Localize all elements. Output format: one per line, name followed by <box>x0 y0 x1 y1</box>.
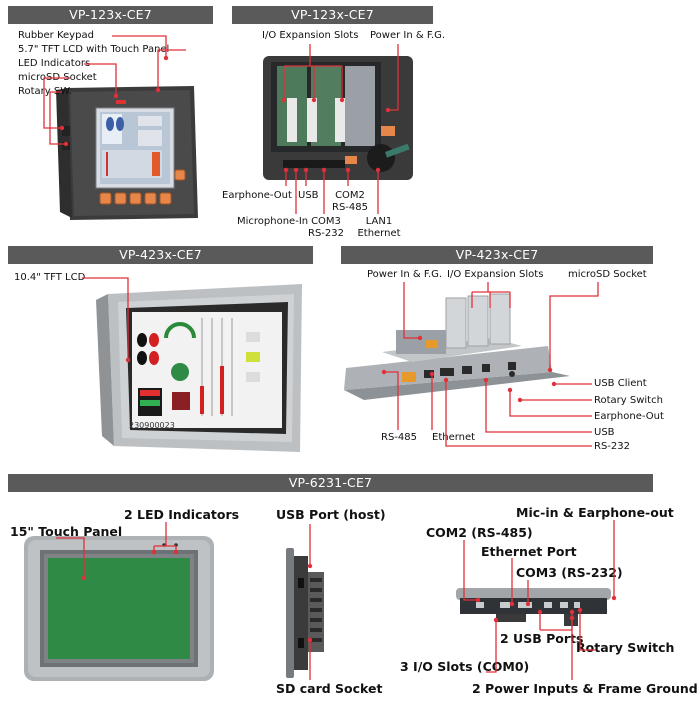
vp6231-front-device-image <box>24 536 214 681</box>
label-3-io-slots: 3 I/O Slots (COM0) <box>400 659 530 674</box>
label-io-expansion-slots: I/O Expansion Slots <box>262 30 359 41</box>
label-com2-line1: COM2 <box>335 190 365 201</box>
label-lan1-line1: LAN1 <box>365 216 393 227</box>
label-usb-423: USB <box>594 427 615 438</box>
label-usb-port-host: USB Port (host) <box>276 507 386 522</box>
label-usb: USB <box>298 190 319 201</box>
label-com2-rs485: COM2 (RS-485) <box>426 525 533 540</box>
label-com2: COM2 RS-485 <box>330 190 370 214</box>
vp6231-bottom-device-image <box>456 588 611 626</box>
label-com3: COM3 RS-232 <box>306 216 346 240</box>
label-ethernet-port: Ethernet Port <box>481 544 577 559</box>
label-com3-line1: COM3 <box>311 216 341 227</box>
label-rubber-keypad: Rubber Keypad <box>18 30 94 41</box>
label-power-in-fg: Power In & F.G. <box>370 30 446 41</box>
label-com3-rs232: COM3 (RS-232) <box>516 565 623 580</box>
label-microphone-in: Microphone-In <box>237 216 309 227</box>
section-title-vp423x-front: VP-423x-CE7 <box>8 246 313 264</box>
label-sd-card-socket: SD card Socket <box>276 681 383 696</box>
label-rotary-switch-423: Rotary Switch <box>594 395 663 406</box>
label-earphone-out: Earphone-Out <box>222 190 292 201</box>
label-mic-earphone-out: Mic-in & Earphone-out <box>516 505 674 520</box>
label-io-expansion-slots-423: I/O Expansion Slots <box>447 269 544 280</box>
label-touch-panel: 5.7" TFT LCD with Touch Panel <box>18 44 170 55</box>
label-com2-line2: RS-485 <box>332 202 368 213</box>
section-title-vp123x-back: VP-123x-CE7 <box>232 6 433 24</box>
section-title-vp6231: VP-6231-CE7 <box>8 474 653 492</box>
vp123x-front-device-image <box>56 86 198 220</box>
label-rotary-switch: Rotary SW. <box>18 86 73 97</box>
vp6231-side-device-image <box>286 548 324 678</box>
label-2-led-indicators: 2 LED Indicators <box>124 507 240 522</box>
label-10-4-tft-lcd: 10.4" TFT LCD <box>14 272 86 283</box>
label-microsd-socket: microSD Socket <box>18 72 97 83</box>
label-com3-line2: RS-232 <box>308 228 344 239</box>
label-rs485-423: RS-485 <box>381 432 417 443</box>
label-usb-client: USB Client <box>594 378 647 389</box>
vp423x-front-device-image <box>96 284 302 452</box>
label-ethernet-423: Ethernet <box>432 432 476 443</box>
label-rotary-switch-6231: Rotary Switch <box>576 640 675 655</box>
label-microsd-socket-423: microSD Socket <box>568 269 647 280</box>
vp423x-back-device-image <box>344 293 570 400</box>
label-serial-number: 230900023 <box>129 421 175 430</box>
label-2-usb-ports: 2 USB Ports <box>500 631 584 646</box>
label-lan1-line2: Ethernet <box>357 228 401 239</box>
label-led-indicators: LED Indicators <box>18 58 91 69</box>
label-power-in-fg-423: Power In & F.G. <box>367 269 443 280</box>
vp123x-back-device-image <box>263 56 413 180</box>
section-title-vp123x-front: VP-123x-CE7 <box>8 6 213 24</box>
label-lan1: LAN1 Ethernet <box>356 216 402 240</box>
label-earphone-out-423: Earphone-Out <box>594 411 664 422</box>
label-rs232-423: RS-232 <box>594 441 630 452</box>
label-power-inputs-frame-ground: 2 Power Inputs & Frame Ground <box>472 681 698 696</box>
section-title-vp423x-back: VP-423x-CE7 <box>341 246 653 264</box>
label-15-touch-panel: 15" Touch Panel <box>10 524 123 539</box>
